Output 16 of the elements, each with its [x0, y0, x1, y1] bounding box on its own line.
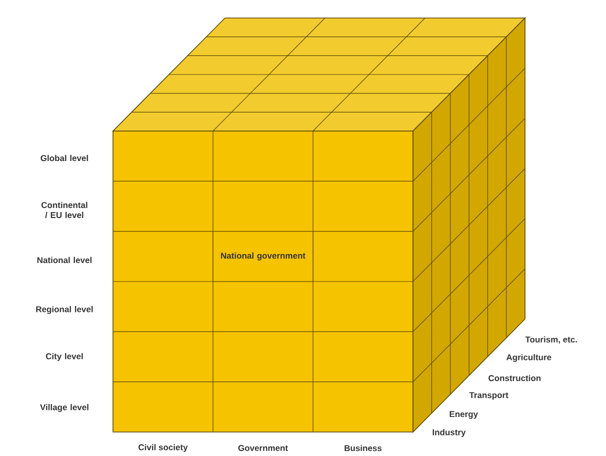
cube-cell: National government: [212, 231, 314, 282]
column-label: Government: [238, 445, 288, 451]
row-label: Continental / EU level: [41, 202, 88, 218]
layer-label: Industry: [432, 429, 466, 437]
row-label: Village level: [40, 404, 88, 412]
row-label: Regional level: [36, 306, 93, 314]
layer-label: Construction: [488, 374, 541, 382]
layer-label: Energy: [450, 411, 478, 419]
layer-label: Tourism, etc.: [525, 336, 577, 344]
row-label: National level: [37, 256, 92, 264]
layer-label: Transport: [469, 392, 508, 400]
row-label: Global level: [40, 154, 88, 162]
row-label: City level: [46, 353, 83, 361]
column-label: Civil society: [138, 444, 188, 452]
column-label: Business: [344, 444, 382, 452]
layer-label: Agriculture: [506, 354, 552, 362]
